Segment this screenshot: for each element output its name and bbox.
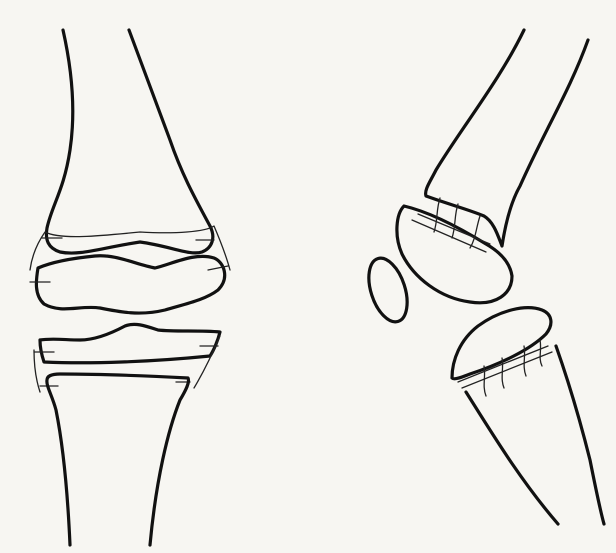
lateral-femur-physis-hatch-2: [452, 204, 458, 238]
lateral-tibial-epiphysis: [452, 308, 551, 379]
frontal-tibial-epiphysis: [40, 324, 220, 362]
lateral-tibia-physis-hatch-4: [540, 340, 542, 366]
lateral-femur-physis-hatch-3: [470, 216, 480, 248]
frontal-tibia: [47, 374, 189, 545]
lateral-tibia: [466, 346, 604, 524]
frontal-knee-view: [30, 30, 230, 545]
frontal-femur-physis-outline: [30, 226, 230, 270]
lateral-knee-view: [362, 30, 604, 524]
frontal-femoral-epiphysis: [36, 256, 224, 313]
lateral-femur: [426, 30, 588, 246]
lateral-tibia-physis-line-2: [462, 352, 552, 388]
frontal-femur: [46, 30, 212, 253]
